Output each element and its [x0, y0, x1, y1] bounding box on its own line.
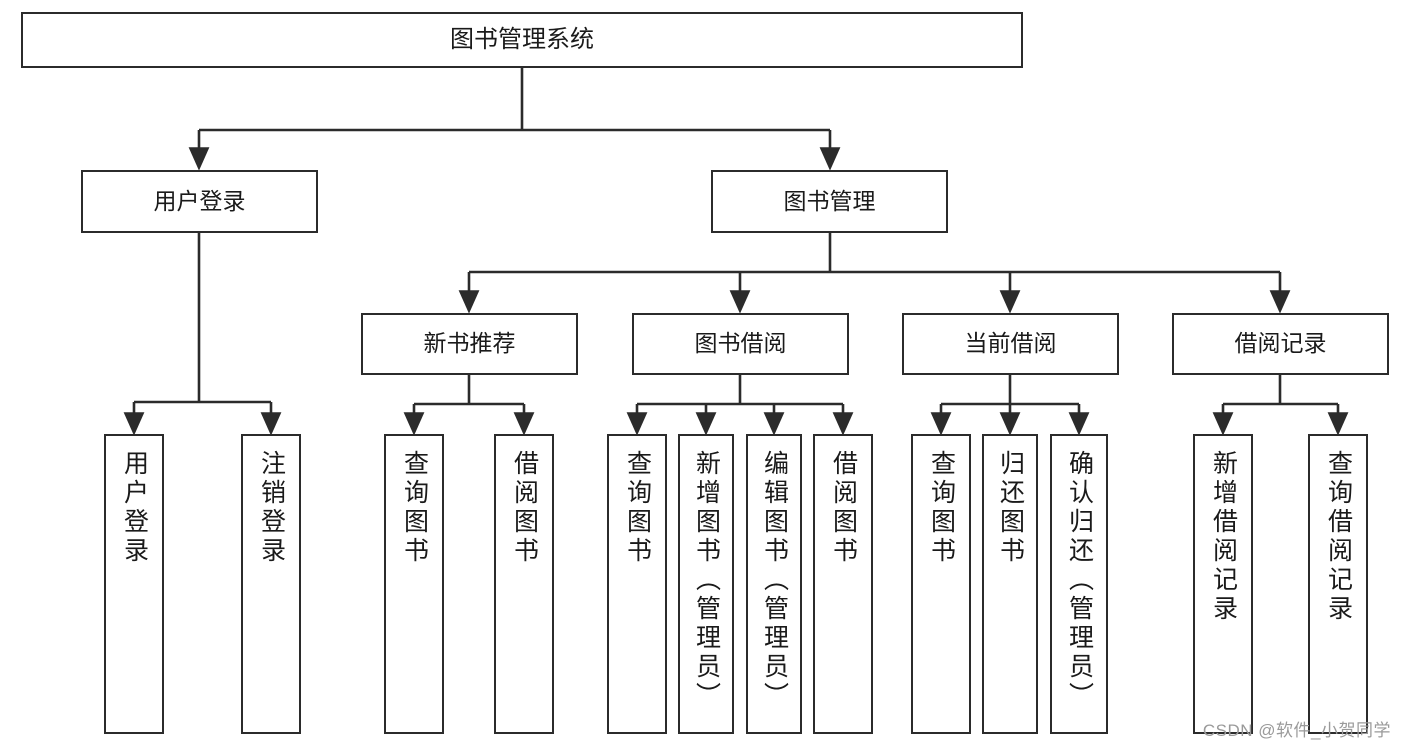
- node-leaf-borrow-book-1[interactable]: 借阅图书: [494, 434, 554, 734]
- node-new-book-recommend[interactable]: 新书推荐: [361, 313, 578, 375]
- node-leaf-confirm-return-label: 确认归还（管理员）: [1065, 450, 1094, 711]
- node-leaf-edit-book[interactable]: 编辑图书（管理员）: [746, 434, 802, 734]
- node-leaf-add-book-label: 新增图书（管理员）: [692, 450, 721, 711]
- node-leaf-confirm-return[interactable]: 确认归还（管理员）: [1050, 434, 1108, 734]
- node-book-borrow-label: 图书借阅: [694, 330, 787, 357]
- node-current-borrow[interactable]: 当前借阅: [902, 313, 1119, 375]
- node-leaf-query-book-3-label: 查询图书: [927, 450, 956, 566]
- node-leaf-borrow-book-2[interactable]: 借阅图书: [813, 434, 873, 734]
- node-leaf-query-book-1[interactable]: 查询图书: [384, 434, 444, 734]
- node-leaf-return-book-label: 归还图书: [996, 450, 1025, 566]
- node-leaf-logout-label: 注销登录: [257, 450, 286, 566]
- node-leaf-query-record[interactable]: 查询借阅记录: [1308, 434, 1368, 734]
- node-user-login[interactable]: 用户登录: [81, 170, 318, 233]
- node-borrow-record[interactable]: 借阅记录: [1172, 313, 1389, 375]
- node-book-manage-label: 图书管理: [783, 187, 876, 214]
- node-leaf-query-book-2[interactable]: 查询图书: [607, 434, 667, 734]
- node-leaf-user-login-label: 用户登录: [120, 450, 149, 566]
- node-current-borrow-label: 当前借阅: [964, 330, 1057, 357]
- node-leaf-edit-book-label: 编辑图书（管理员）: [760, 450, 789, 711]
- node-leaf-return-book[interactable]: 归还图书: [982, 434, 1038, 734]
- node-leaf-borrow-book-2-label: 借阅图书: [829, 450, 858, 566]
- node-root-label: 图书管理系统: [450, 25, 594, 53]
- node-leaf-query-book-3[interactable]: 查询图书: [911, 434, 971, 734]
- node-new-book-recommend-label: 新书推荐: [423, 330, 516, 357]
- node-leaf-add-record-label: 新增借阅记录: [1209, 450, 1238, 624]
- node-borrow-record-label: 借阅记录: [1234, 330, 1327, 357]
- node-leaf-borrow-book-1-label: 借阅图书: [510, 450, 539, 566]
- node-book-borrow[interactable]: 图书借阅: [632, 313, 849, 375]
- node-root[interactable]: 图书管理系统: [21, 12, 1023, 68]
- node-leaf-add-record[interactable]: 新增借阅记录: [1193, 434, 1253, 734]
- csdn-watermark: CSDN @软件_小贺同学: [1202, 721, 1391, 740]
- node-leaf-add-book[interactable]: 新增图书（管理员）: [678, 434, 734, 734]
- node-leaf-user-login[interactable]: 用户登录: [104, 434, 164, 734]
- node-leaf-query-book-1-label: 查询图书: [400, 450, 429, 566]
- node-user-login-label: 用户登录: [153, 187, 246, 214]
- node-leaf-query-book-2-label: 查询图书: [623, 450, 652, 566]
- node-leaf-query-record-label: 查询借阅记录: [1324, 450, 1353, 624]
- node-leaf-logout[interactable]: 注销登录: [241, 434, 301, 734]
- node-book-manage[interactable]: 图书管理: [711, 170, 948, 233]
